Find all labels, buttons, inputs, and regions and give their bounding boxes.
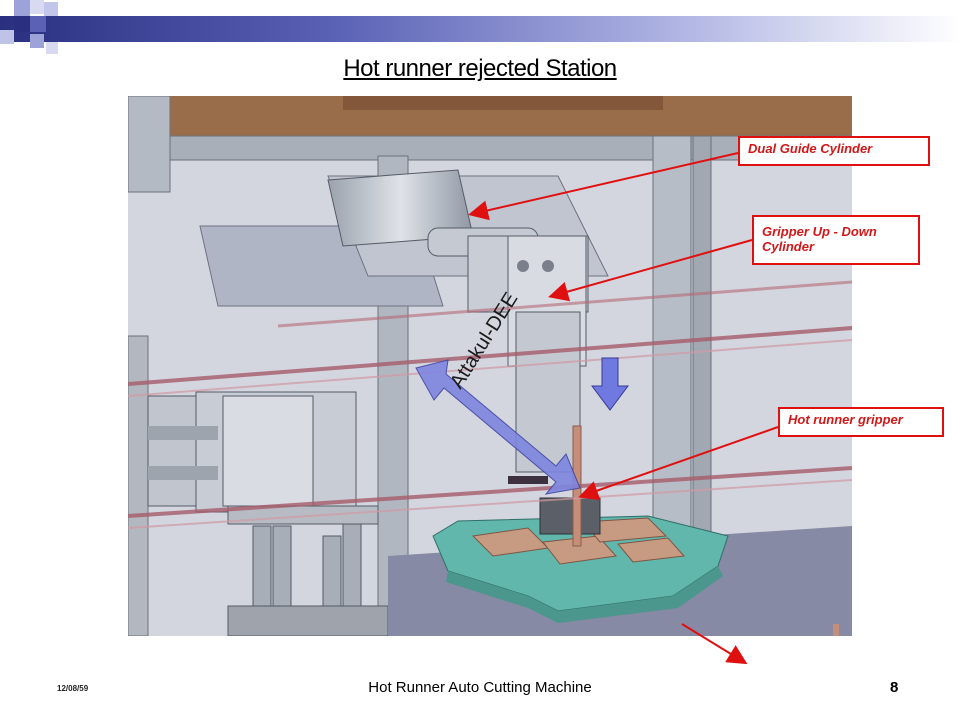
header-square-decoration [44,2,58,16]
header-square-decoration [30,16,46,32]
footer-title: Hot Runner Auto Cutting Machine [368,679,592,696]
page-number: 8 [890,679,899,696]
header-square-decoration [0,30,14,44]
callout-gripper-updown-cylinder: Gripper Up - Down Cylinder [752,215,920,265]
callout-hot-runner-gripper: Hot runner gripper [778,407,944,437]
header-square-decoration [14,0,30,16]
machine-cad-render: Attakul-DEE [128,96,852,636]
callout-gripper-updown-line1: Gripper Up - Down [762,224,877,239]
footer-date: 12/08/59 [57,684,89,693]
callout-hot-runner-gripper-label: Hot runner gripper [788,412,903,427]
header-gradient-band [0,16,960,42]
callout-dual-guide-label: Dual Guide Cylinder [748,141,873,156]
header-square-decoration [30,34,44,48]
callout-gripper-updown-line2: Cylinder [762,239,815,254]
header-square-decoration [14,16,30,32]
header-square-decoration [30,0,44,14]
header-square-decoration [46,42,58,54]
callout-dual-guide-cylinder: Dual Guide Cylinder [738,136,930,166]
slide-title: Hot runner rejected Station [343,55,617,82]
